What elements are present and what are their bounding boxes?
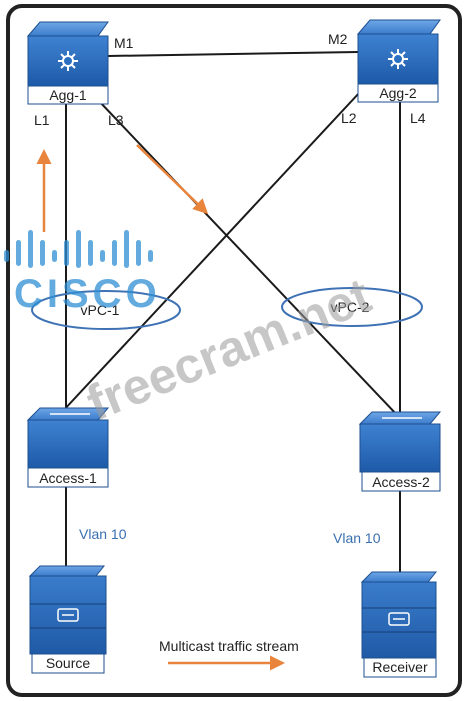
source-label: Source <box>46 655 91 671</box>
agg-1-label: Agg-1 <box>49 87 87 103</box>
cisco-watermark: CISCO <box>4 230 161 316</box>
label-m2: M2 <box>328 31 348 47</box>
switch-top <box>26 21 109 37</box>
traffic-arrow-diagonal <box>136 144 209 215</box>
vpc-1-ellipse <box>31 290 181 330</box>
receiver-label: Receiver <box>372 659 428 675</box>
vlan-left-label: Vlan 10 <box>79 526 127 542</box>
source-label-box <box>31 653 105 674</box>
receiver-server: Receiver <box>360 571 438 678</box>
agg-2-label-box <box>357 83 439 103</box>
cisco-wordmark: CISCO <box>14 272 161 316</box>
drive-slot-icon <box>388 612 410 626</box>
vpc-2-ellipse <box>281 287 423 327</box>
access-1-label-box <box>27 467 109 488</box>
receiver-label-box <box>363 657 437 678</box>
access-2-label-box <box>361 471 441 492</box>
vlan-right-label: Vlan 10 <box>333 530 381 546</box>
server-front <box>361 581 437 659</box>
vpc-1-label: vPC-1 <box>81 302 120 318</box>
access-2-label: Access-2 <box>372 474 430 490</box>
access-1-label: Access-1 <box>39 470 97 486</box>
server-top <box>28 565 106 577</box>
link-agg1-agg2 <box>107 51 359 57</box>
agg-2-label: Agg-2 <box>379 85 417 101</box>
switch-front <box>359 423 441 473</box>
label-l1: L1 <box>34 112 50 128</box>
label-l4: L4 <box>410 110 426 126</box>
source-server: Source <box>28 565 107 674</box>
agg-2-switch: Agg-2 <box>356 19 441 103</box>
diagram-frame <box>6 4 462 697</box>
access-2-switch: Access-2 <box>358 411 442 492</box>
cisco-bars-icon <box>4 230 153 268</box>
label-l2: L2 <box>341 110 357 126</box>
link-l2 <box>61 91 361 413</box>
switch-front <box>27 419 109 469</box>
vpc-2-label: vPC-2 <box>331 299 370 315</box>
label-l3: L3 <box>108 112 124 128</box>
label-m1: M1 <box>114 35 134 51</box>
agg-1-label-box <box>27 85 109 105</box>
agg-1-switch: Agg-1 <box>26 21 109 105</box>
server-top <box>360 571 438 583</box>
drive-slot-icon <box>57 608 79 622</box>
legend-label: Multicast traffic stream <box>159 638 299 654</box>
link-l3 <box>97 99 399 417</box>
router-icon <box>58 51 78 71</box>
switch-top <box>356 19 441 35</box>
router-icon <box>388 49 408 69</box>
link-labels: M1 M2 L1 L3 L2 L4 <box>34 31 426 128</box>
access-1-switch: Access-1 <box>26 407 110 488</box>
